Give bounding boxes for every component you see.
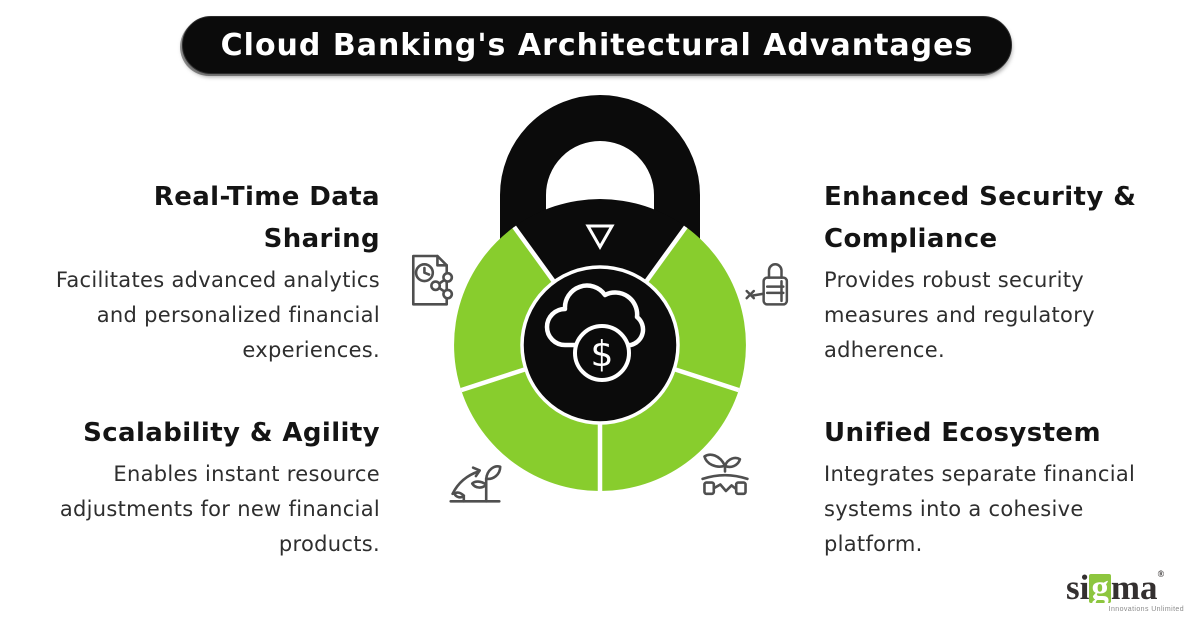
lock-shackle	[500, 95, 700, 270]
segment-bottom-left-green	[461, 369, 600, 491]
page-title: Cloud Banking's Architectural Advantages	[220, 27, 974, 63]
segment-top-black	[514, 199, 686, 282]
cloud-dollar-icon: $	[544, 283, 646, 382]
sigma-logo-tagline: Innovations Unlimited	[1108, 606, 1184, 613]
block-heading: Unified Ecosystem	[824, 418, 1101, 448]
segment-bottom-right-green	[600, 369, 739, 491]
block-body: Enables instant resource adjustments for…	[59, 462, 380, 556]
block-heading: Enhanced Security & Compliance	[824, 182, 1137, 255]
handshake-leaves-icon	[697, 447, 753, 511]
registered-mark: ®	[1157, 569, 1165, 579]
title-banner: Cloud Banking's Architectural Advantages	[182, 16, 1012, 74]
sigma-logo: sigma® Innovations Unlimited	[1066, 568, 1186, 614]
dollar-glyph: $	[591, 334, 614, 375]
lock-key-icon	[744, 252, 794, 318]
block-heading: Real-Time Data Sharing	[153, 182, 380, 255]
growth-plant-arrow-icon	[447, 447, 503, 511]
padlock-diagram: $	[454, 95, 746, 491]
block-real-time-data-sharing: Real-Time Data Sharing Facilitates advan…	[24, 176, 380, 368]
block-body: Integrates separate financial systems in…	[824, 462, 1136, 556]
block-enhanced-security-compliance: Enhanced Security & Compliance Provides …	[824, 176, 1172, 368]
segment-left-green	[454, 226, 554, 391]
sigma-logo-wordmark: sigma®	[1066, 568, 1165, 607]
block-unified-ecosystem: Unified Ecosystem Integrates separate fi…	[824, 412, 1172, 562]
block-body: Provides robust security measures and re…	[824, 268, 1095, 362]
down-triangle-icon	[585, 224, 615, 251]
block-body: Facilitates advanced analytics and perso…	[55, 268, 380, 362]
document-share-clock-icon	[404, 252, 456, 316]
sigma-logo-g-box: g	[1089, 568, 1111, 607]
segment-right-green	[646, 226, 746, 391]
segment-separators	[460, 225, 740, 491]
block-scalability-agility: Scalability & Agility Enables instant re…	[24, 412, 380, 562]
block-heading: Scalability & Agility	[83, 418, 380, 448]
